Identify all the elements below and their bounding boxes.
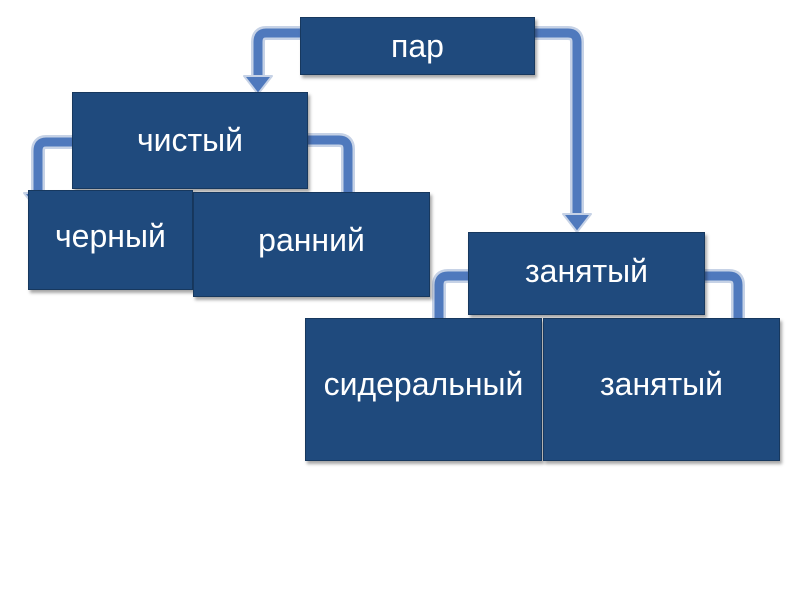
node-busy-child: занятый [543, 318, 780, 461]
node-sidereal: сидеральный [305, 318, 542, 461]
node-clean-label: чистый [136, 122, 244, 158]
node-black: черный [28, 190, 193, 290]
node-black-label: черный [55, 217, 166, 254]
node-sidereal-label: сидеральный [323, 366, 524, 402]
node-par: пар [300, 17, 535, 75]
arrow-root-to-busy [535, 26, 592, 233]
node-busy-child-label: занятый [600, 366, 723, 402]
node-par-label: пар [391, 27, 444, 64]
arrow-root-to-clean [243, 26, 300, 95]
node-busy-label: занятый [525, 253, 648, 289]
node-clean: чистый [72, 92, 308, 189]
node-early: ранний [193, 192, 430, 297]
node-early-label: ранний [258, 222, 365, 258]
node-busy: занятый [468, 232, 705, 315]
